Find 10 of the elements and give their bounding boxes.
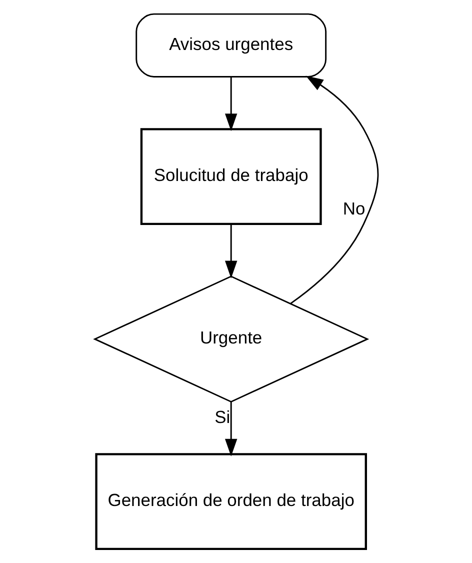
edge-label: Si xyxy=(214,406,230,427)
edge-label: No xyxy=(342,198,365,219)
arrow xyxy=(224,224,237,278)
arrow xyxy=(224,77,237,132)
arrow xyxy=(290,76,378,304)
node-box: Generación de orden de trabajo xyxy=(94,453,366,550)
node-diamond: Urgente xyxy=(92,276,369,403)
arrow xyxy=(224,402,237,456)
node-box: Solucitud de trabajo xyxy=(140,128,322,226)
node-box: Avisos urgentes xyxy=(135,13,326,78)
